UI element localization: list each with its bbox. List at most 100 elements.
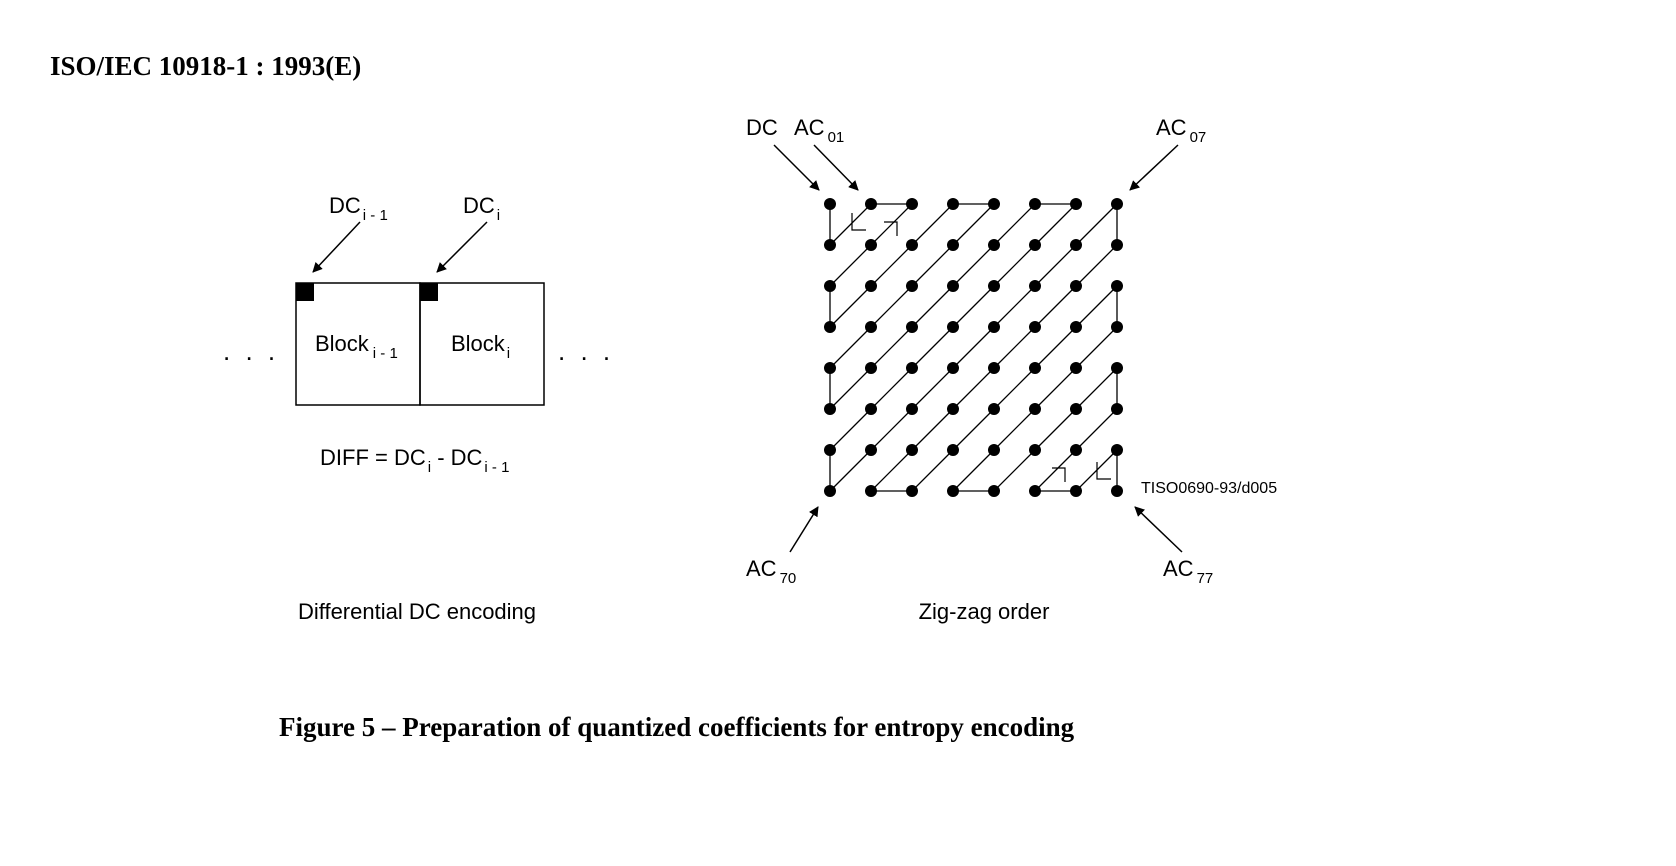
coefficient-dot xyxy=(906,280,918,292)
coefficient-dot xyxy=(1029,280,1041,292)
coefficient-dot xyxy=(988,321,1000,333)
coefficient-dot xyxy=(947,239,959,251)
coefficient-dot xyxy=(1029,403,1041,415)
coefficient-dot xyxy=(1070,485,1082,497)
coefficient-dot xyxy=(1111,239,1123,251)
coefficient-dot xyxy=(865,321,877,333)
coefficient-dot xyxy=(1070,239,1082,251)
coefficient-dot xyxy=(865,280,877,292)
coefficient-dot xyxy=(1111,198,1123,210)
coefficient-dot xyxy=(988,198,1000,210)
coefficient-dot xyxy=(865,239,877,251)
coefficient-dot xyxy=(988,239,1000,251)
coefficient-dot xyxy=(947,321,959,333)
coefficient-grid xyxy=(824,198,1123,497)
coefficient-dot xyxy=(865,403,877,415)
coefficient-dot xyxy=(988,362,1000,374)
caption-differential-dc: Differential DC encoding xyxy=(298,599,536,624)
coefficient-dot xyxy=(824,239,836,251)
direction-tick xyxy=(1052,467,1066,482)
arrow-ac01 xyxy=(813,144,859,191)
coefficient-dot xyxy=(1111,362,1123,374)
figure-code: TISO0690-93/d005 xyxy=(1141,480,1277,497)
arrow-ac07 xyxy=(1129,144,1179,191)
coefficient-dot xyxy=(1070,403,1082,415)
arrow-dc-curr xyxy=(436,221,488,273)
coefficient-dot xyxy=(1029,444,1041,456)
coefficient-dot xyxy=(906,444,918,456)
standard-header: ISO/IEC 10918-1 : 1993(E) xyxy=(50,51,361,81)
coefficient-dot xyxy=(1070,198,1082,210)
coefficient-dot xyxy=(824,321,836,333)
coefficient-dot xyxy=(1029,239,1041,251)
coefficient-dot xyxy=(906,239,918,251)
coefficient-dot xyxy=(947,403,959,415)
direction-tick xyxy=(884,221,898,236)
coefficient-dot xyxy=(1070,280,1082,292)
zigzag-path xyxy=(829,202,1118,493)
coefficient-dot xyxy=(1070,444,1082,456)
direction-tick xyxy=(1096,462,1111,480)
coefficient-dot xyxy=(906,403,918,415)
coefficient-dot xyxy=(1111,403,1123,415)
coefficient-dot xyxy=(824,362,836,374)
coefficient-dot xyxy=(1111,444,1123,456)
arrow-dc xyxy=(773,144,820,191)
arrow-ac70 xyxy=(789,506,819,553)
coefficient-dot xyxy=(1111,321,1123,333)
coefficient-dot xyxy=(947,362,959,374)
coefficient-dot xyxy=(1070,362,1082,374)
zigzag-scan-line xyxy=(829,202,1118,493)
coefficient-dot xyxy=(865,362,877,374)
arrow-dc-prev xyxy=(312,221,361,273)
coefficient-dot xyxy=(947,280,959,292)
coefficient-dot xyxy=(824,280,836,292)
coefficient-dot xyxy=(824,485,836,497)
coefficient-dot xyxy=(1070,321,1082,333)
coefficient-dot xyxy=(906,321,918,333)
direction-tick xyxy=(851,213,866,231)
coefficient-dot xyxy=(1029,485,1041,497)
ellipsis-right: . . . xyxy=(558,336,614,366)
coefficient-dot xyxy=(1111,485,1123,497)
coefficient-dot xyxy=(988,444,1000,456)
coefficient-dot xyxy=(865,198,877,210)
figure-caption: Figure 5 – Preparation of quantized coef… xyxy=(279,712,1075,742)
coefficient-dot xyxy=(824,198,836,210)
coefficient-dot xyxy=(824,444,836,456)
coefficient-dot xyxy=(1111,280,1123,292)
coefficient-dot xyxy=(947,485,959,497)
coefficient-dot xyxy=(988,280,1000,292)
coefficient-dot xyxy=(906,198,918,210)
coefficient-dot xyxy=(947,198,959,210)
label-dc: DC xyxy=(746,115,778,140)
coefficient-dot xyxy=(906,362,918,374)
coefficient-dot xyxy=(988,485,1000,497)
arrow-ac77 xyxy=(1134,506,1183,553)
coefficient-dot xyxy=(1029,362,1041,374)
dc-coefficient-marker-curr xyxy=(420,283,438,301)
coefficient-dot xyxy=(906,485,918,497)
coefficient-dot xyxy=(865,485,877,497)
coefficient-dot xyxy=(988,403,1000,415)
coefficient-dot xyxy=(1029,321,1041,333)
dc-coefficient-marker-prev xyxy=(296,283,314,301)
caption-zigzag: Zig-zag order xyxy=(919,599,1050,624)
coefficient-dot xyxy=(1029,198,1041,210)
ellipsis-left: . . . xyxy=(223,336,279,366)
coefficient-dot xyxy=(824,403,836,415)
coefficient-dot xyxy=(947,444,959,456)
block-curr xyxy=(419,282,545,406)
